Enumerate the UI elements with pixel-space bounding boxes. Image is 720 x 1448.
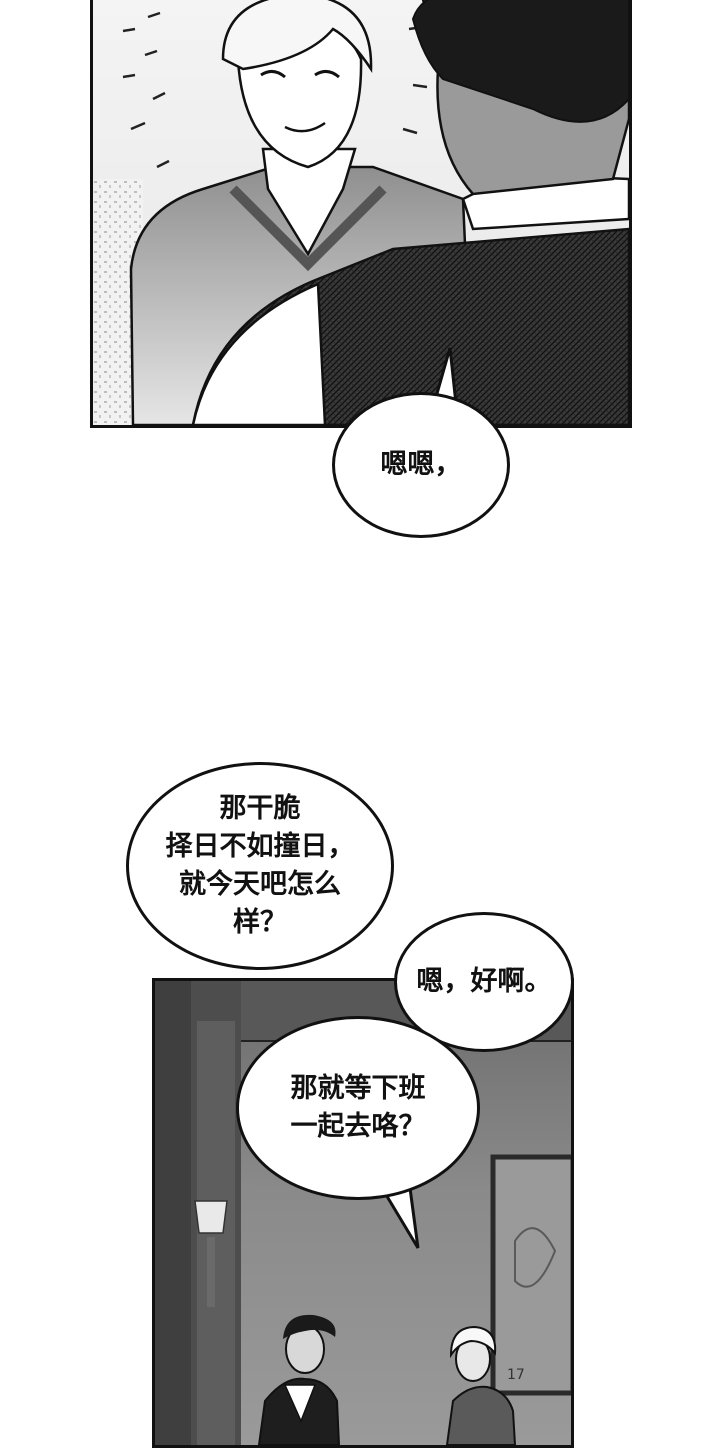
- speech-bubble-3: 嗯，好啊。: [394, 912, 574, 1052]
- smile: [284, 121, 326, 133]
- lamp-bracket: [207, 1237, 215, 1307]
- speech-bubble-4: 那就等下班 一起去咯？: [236, 1016, 480, 1200]
- speech-text-4: 那就等下班 一起去咯？: [290, 1073, 426, 1142]
- comic-panel-2: 17: [152, 978, 574, 1448]
- blond-man-small: [445, 1325, 517, 1445]
- picture-ornament: [514, 1227, 557, 1288]
- panel-1-art: [93, 0, 629, 425]
- speech-text-2: 那干脆 择日不如撞日， 就今天吧怎么 样？: [165, 793, 355, 938]
- left-eye: [260, 70, 286, 79]
- right-eye: [314, 70, 340, 79]
- bubble-4-tail: [380, 1187, 420, 1249]
- poster-number: 17: [507, 1367, 525, 1383]
- comic-panel-1: [90, 0, 632, 428]
- speech-text-3: 嗯，好啊。: [416, 966, 552, 998]
- bubble-1-tail: [432, 347, 458, 404]
- dark-hair: [411, 0, 629, 123]
- speech-bubble-1: 嗯嗯，: [332, 392, 510, 538]
- wall-picture: [490, 1154, 571, 1396]
- sparkle-lines: [122, 11, 428, 169]
- wall-left: [155, 981, 191, 1445]
- shirt-sleeve: [191, 282, 327, 425]
- sweater-collar: [229, 185, 387, 272]
- speech-text-1: 嗯嗯，: [380, 449, 462, 481]
- lamp-shade: [194, 1200, 228, 1234]
- blond-hair: [221, 0, 373, 73]
- speech-bubble-2: 那干脆 择日不如撞日， 就今天吧怎么 样？: [126, 762, 394, 970]
- dark-haired-man: [257, 1314, 341, 1445]
- neck: [261, 147, 357, 257]
